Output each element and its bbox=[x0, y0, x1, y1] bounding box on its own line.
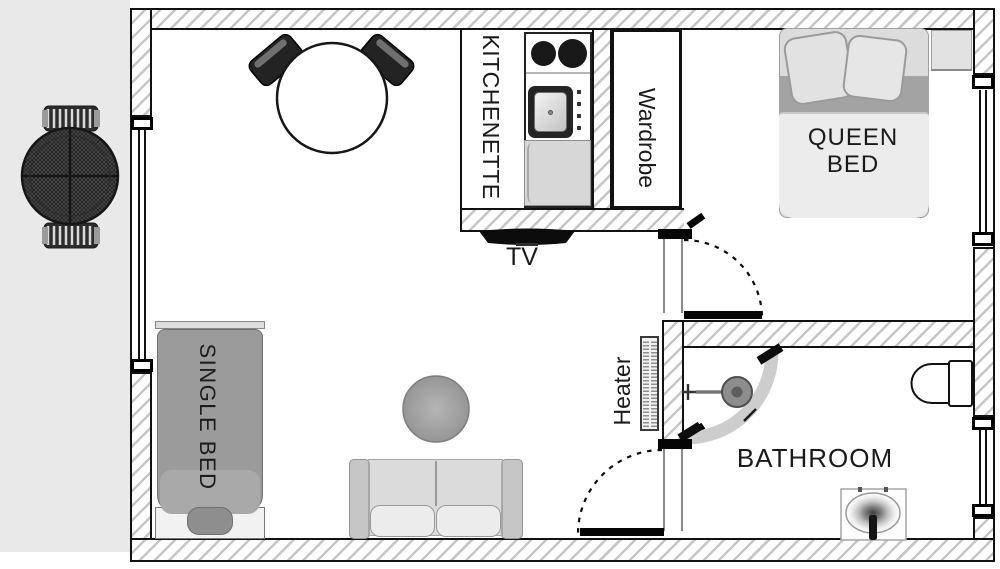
window-bedroom bbox=[973, 75, 993, 247]
stove-burner-right bbox=[558, 39, 587, 68]
bedroom-bathroom-wall bbox=[684, 320, 973, 348]
window-bathroom bbox=[973, 417, 993, 517]
bedroom-door-leaf bbox=[684, 311, 762, 319]
bedroom-door-jamb-right bbox=[681, 239, 683, 313]
single-bed-pillow bbox=[187, 507, 233, 535]
outdoor-chair-top bbox=[42, 105, 100, 132]
wardrobe-closet bbox=[612, 30, 682, 208]
window-bathroom-bracket-bottom bbox=[972, 504, 994, 517]
living-bathroom-wall bbox=[662, 320, 684, 448]
stove-knobs bbox=[577, 90, 581, 130]
round-rug bbox=[402, 375, 470, 443]
sofa-cushion-left bbox=[370, 505, 435, 537]
window-bathroom-glass bbox=[979, 430, 987, 504]
bedroom-door-swing bbox=[683, 238, 764, 319]
bathroom-door-lintel bbox=[658, 439, 692, 449]
wall-right-upper bbox=[973, 10, 993, 75]
nightstand bbox=[931, 30, 972, 71]
queen-bed-quilt bbox=[779, 112, 929, 218]
shower bbox=[677, 343, 784, 445]
kitchenette-label: KITCHENETTE bbox=[478, 34, 505, 200]
wall-left-upper bbox=[132, 10, 152, 117]
wall-right-lower bbox=[973, 517, 993, 538]
queen-bed-label: QUEEN BED bbox=[783, 122, 923, 180]
toilet bbox=[910, 360, 973, 407]
bathroom-door-jamb-left bbox=[663, 449, 665, 531]
single-bed-label: SINGLE BED bbox=[195, 343, 220, 491]
window-bedroom-bracket-top bbox=[972, 75, 994, 89]
window-left-glass bbox=[138, 130, 146, 359]
queen-bed-label-line2: BED bbox=[826, 151, 880, 178]
shower-head bbox=[682, 376, 753, 408]
single-bed-blanket-fold bbox=[160, 470, 260, 514]
tv bbox=[479, 228, 575, 246]
bathroom-sink bbox=[840, 487, 907, 541]
bathroom-door-swing bbox=[576, 448, 663, 535]
stove-burner-left bbox=[531, 41, 556, 66]
wall-bottom bbox=[132, 538, 993, 560]
kitchen-sink-drain bbox=[548, 110, 553, 115]
kitchenette-band-wall bbox=[460, 208, 684, 232]
fridge-door-curve bbox=[527, 143, 535, 203]
window-left-bracket-bottom bbox=[131, 359, 153, 372]
bedroom-door-lintel bbox=[658, 229, 692, 239]
outdoor-chair-bottom bbox=[42, 222, 100, 249]
single-bed-footboard bbox=[155, 321, 265, 329]
outdoor-area bbox=[0, 0, 130, 552]
heater-label: Heater bbox=[608, 356, 635, 426]
outdoor-table bbox=[20, 126, 120, 226]
window-left bbox=[132, 117, 152, 372]
wall-top bbox=[132, 10, 993, 30]
dining-chair-right bbox=[359, 33, 415, 87]
bathroom-label: BATHROOM bbox=[736, 442, 894, 473]
window-bathroom-bracket-top bbox=[972, 417, 994, 430]
kitchenette-wardrobe-wall bbox=[592, 30, 612, 208]
tv-label: TV bbox=[506, 242, 538, 271]
wall-right-mid bbox=[973, 247, 993, 417]
sofa-center-line bbox=[435, 461, 437, 506]
wardrobe-label: Wardrobe bbox=[634, 87, 661, 189]
bathroom-door-leaf bbox=[580, 528, 664, 536]
fridge bbox=[524, 140, 591, 206]
window-bedroom-glass bbox=[979, 90, 987, 232]
sofa-cushion-right bbox=[436, 505, 501, 537]
heater-fins-left bbox=[643, 340, 649, 427]
dining-table bbox=[275, 41, 389, 155]
kitchenette-partition-line bbox=[460, 30, 462, 208]
bedroom-door-hinge-flag bbox=[686, 212, 706, 229]
bathroom-door-jamb-right bbox=[681, 449, 683, 531]
window-bedroom-bracket-bottom bbox=[972, 232, 994, 246]
wall-left-lower bbox=[132, 372, 152, 538]
stove-divider bbox=[526, 72, 590, 74]
bedroom-door-jamb-left bbox=[663, 239, 665, 313]
window-left-bracket-top bbox=[131, 117, 153, 130]
queen-bed-label-line1: QUEEN bbox=[807, 124, 899, 151]
heater-fins-right bbox=[651, 340, 657, 427]
